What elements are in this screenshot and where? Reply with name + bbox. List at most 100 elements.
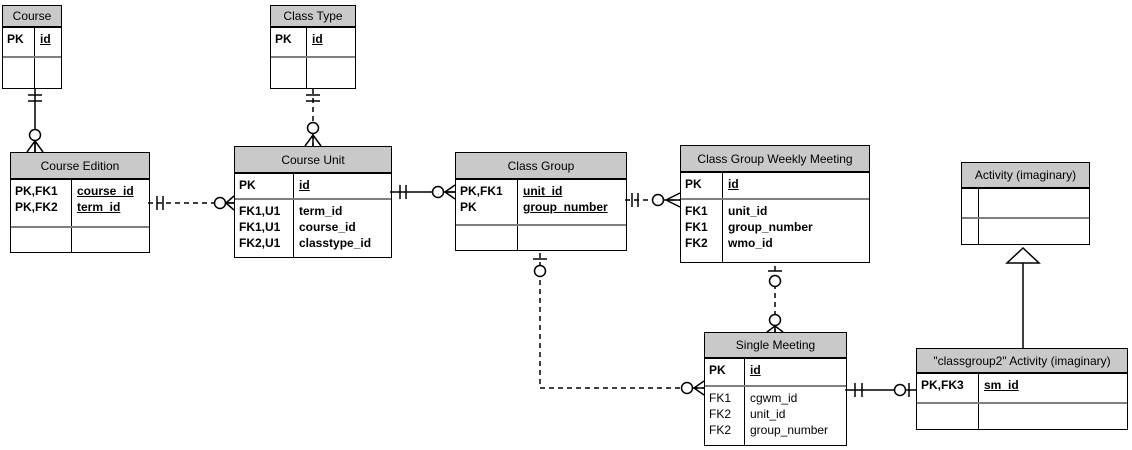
column-divider <box>722 173 723 262</box>
table-course-edition-title: Course Edition <box>11 153 149 180</box>
key-label: FK1 <box>685 220 708 234</box>
table-classgroup2-title: "classgroup2" Activity (imaginary) <box>917 349 1127 374</box>
cardinality-zero-circle <box>768 274 782 288</box>
cardinality-zero-circle <box>431 185 445 199</box>
table-single-meeting-title: Single Meeting <box>705 333 846 359</box>
cardinality-one-ticks <box>399 185 407 199</box>
key-label: PK <box>239 178 256 192</box>
cardinality-zero-circle <box>28 128 42 142</box>
table-row: PK id <box>705 362 846 378</box>
column-divider <box>306 28 307 88</box>
table-class-group: Class Group PK,FK1 unit_id PK group_numb… <box>455 152 627 251</box>
field-name: group_number <box>728 220 813 234</box>
empty-section <box>271 56 355 88</box>
field-name: course_id <box>299 220 356 234</box>
table-class-type-title: Class Type <box>271 6 355 28</box>
table-row: PK id <box>3 31 61 47</box>
column-divider <box>978 189 979 244</box>
cardinality-zero-circle <box>893 383 907 397</box>
cardinality-one-ticks <box>306 94 320 102</box>
field-name: course_id <box>77 184 134 198</box>
table-row: FK1 group_number <box>681 219 869 235</box>
field-name: id <box>728 177 739 191</box>
table-row: PK id <box>681 176 869 192</box>
empty-section <box>3 56 61 88</box>
key-label: PK <box>275 32 292 46</box>
inheritance-triangle <box>1005 246 1041 264</box>
column-divider <box>978 374 979 429</box>
field-name: classtype_id <box>299 236 372 250</box>
key-label: FK1,U1 <box>239 220 281 234</box>
key-label: FK2 <box>709 407 732 421</box>
field-name: term_id <box>299 204 343 218</box>
column-divider <box>293 174 294 257</box>
cardinality-zero-circle <box>651 193 665 207</box>
cardinality-one-ticks <box>28 94 42 102</box>
table-row: FK2 wmo_id <box>681 235 869 251</box>
table-class-group-weekly-meeting: Class Group Weekly Meeting PK id FK1 uni… <box>680 145 870 263</box>
crow-foot <box>304 134 322 147</box>
table-course-edition: Course Edition PK,FK1 course_id PK,FK2 t… <box>10 152 150 253</box>
cardinality-one-ticks <box>156 196 164 210</box>
table-class-group-title: Class Group <box>456 153 626 180</box>
key-label: PK <box>460 200 477 214</box>
empty-section <box>11 226 149 252</box>
crow-foot <box>665 192 681 208</box>
key-label: PK <box>709 363 726 377</box>
key-label: PK,FK1 <box>460 184 503 198</box>
empty-section <box>962 217 1089 244</box>
table-course-title: Course <box>3 6 61 28</box>
field-name: wmo_id <box>728 236 773 250</box>
field-name: unit_id <box>523 184 563 198</box>
column-divider <box>34 28 35 88</box>
field-name: unit_id <box>750 407 786 421</box>
cardinality-zero-circle <box>533 264 547 278</box>
field-name: cgwm_id <box>750 391 798 405</box>
table-row: PK,FK3 sm_id <box>917 377 1127 393</box>
cardinality-zero-circle <box>768 313 782 327</box>
table-row: FK1 unit_id <box>681 203 869 219</box>
key-label: FK2 <box>709 423 732 437</box>
table-course-unit-title: Course Unit <box>235 147 391 174</box>
field-name: group_number <box>750 423 829 437</box>
rel-course-edition-course-unit <box>148 195 235 211</box>
field-name: id <box>312 32 323 46</box>
table-course-unit: Course Unit PK id FK1,U1 term_id FK1,U1 … <box>234 146 392 258</box>
rel-single-meeting-classgroup2 <box>845 383 916 397</box>
field-name: group_number <box>523 200 608 214</box>
key-label: PK <box>685 177 702 191</box>
rel-course-course-edition <box>26 89 44 153</box>
key-label: PK,FK3 <box>921 378 964 392</box>
table-row: FK2,U1 classtype_id <box>235 235 391 251</box>
key-label: PK,FK1 <box>15 184 58 198</box>
table-row: PK id <box>235 177 391 193</box>
key-label: FK2,U1 <box>239 236 281 250</box>
column-divider <box>71 180 72 252</box>
table-class-type: Class Type PK id <box>270 5 356 89</box>
empty-section <box>917 402 1127 429</box>
table-row: PK,FK2 term_id <box>11 199 149 215</box>
table-row: FK1,U1 term_id <box>235 203 391 219</box>
key-label: FK1,U1 <box>239 204 281 218</box>
cardinality-one-ticks <box>854 383 863 397</box>
table-row: FK2 unit_id <box>705 406 846 422</box>
key-label: PK,FK2 <box>15 200 58 214</box>
table-course: Course PK id <box>2 5 62 89</box>
cardinality-zero-circle <box>680 381 694 395</box>
rel-course-unit-class-group <box>390 184 456 200</box>
key-label: PK <box>7 32 24 46</box>
crow-foot <box>444 184 456 200</box>
key-label: FK1 <box>685 204 708 218</box>
field-name: id <box>40 32 51 46</box>
rel-class-type-course-unit <box>304 89 322 147</box>
cardinality-zero-circle <box>306 121 320 135</box>
field-name: unit_id <box>728 204 768 218</box>
cardinality-zero-circle <box>213 196 227 210</box>
table-cgwm-title: Class Group Weekly Meeting <box>681 146 869 173</box>
empty-section <box>962 189 1089 217</box>
field-name: id <box>750 363 761 377</box>
field-name: sm_id <box>984 378 1019 392</box>
empty-section <box>456 224 626 250</box>
rel-classgroup2-activity-inheritance <box>1005 246 1041 348</box>
crow-foot <box>225 195 235 211</box>
